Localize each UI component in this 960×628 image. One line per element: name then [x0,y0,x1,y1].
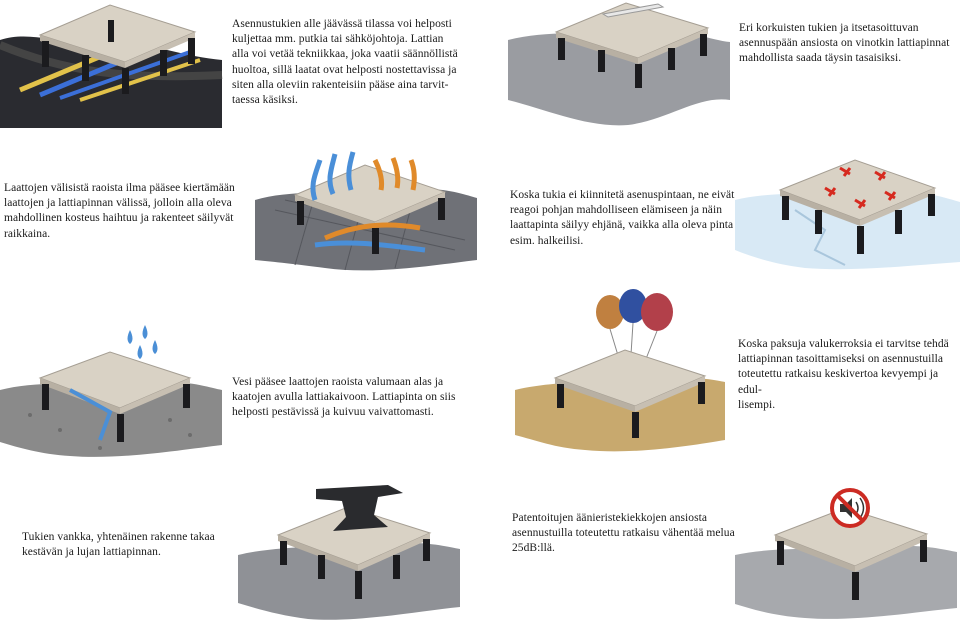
raised-floor-level-icon [508,0,730,128]
raised-floor-cables-icon [0,0,223,128]
raised-floor-water-icon [0,320,222,460]
text-noise: Patentoitujen äänieristekiekkojen ansios… [512,512,735,555]
text-level: Eri korkuisten tukien ja itsetasoittuvan… [739,22,950,65]
raised-floor-anvil-icon [238,475,460,625]
text-crack: Koska tukia ei kiinnitetä asenuspintaan,… [510,189,735,247]
raised-floor-noise-icon [735,480,957,625]
text-lightweight: Koska paksuja valukerroksia ei tarvitse … [738,338,949,411]
text-airflow: Laattojen välisistä raoista ilma pääsee … [4,182,235,240]
text-sturdy: Tukien vankka, yhtenäinen rakenne takaa … [22,531,215,559]
raised-floor-airflow-icon [255,150,477,280]
text-water: Vesi pääsee laattojen raoista valumaan a… [232,376,456,419]
raised-floor-crack-icon [735,150,960,280]
text-cables: Asennustukien alle jäävässä tilassa voi … [232,18,458,107]
raised-floor-balloons-icon [515,289,725,460]
